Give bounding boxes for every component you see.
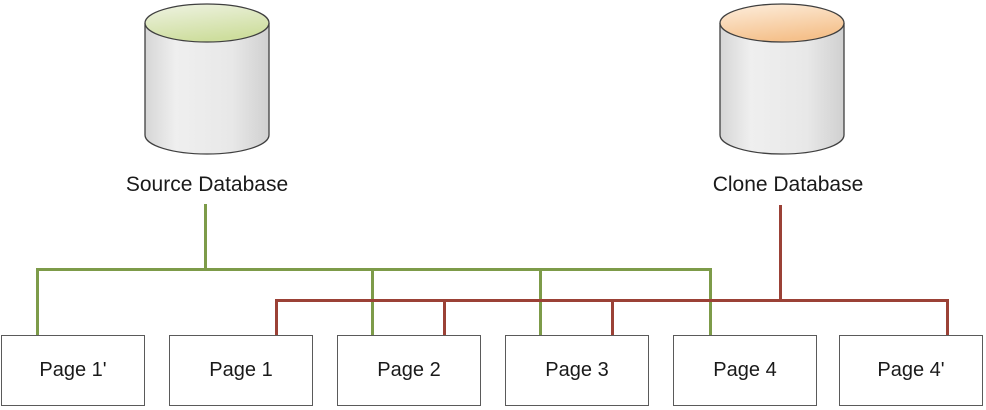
page-box-2: Page 2 [337,335,481,406]
page-box-3: Page 3 [505,335,649,406]
clone-connector-drop-page4p [946,299,949,336]
source-connector-drop-page3 [539,268,542,336]
source-database-cylinder-icon [144,3,270,155]
source-connector-drop-page4 [709,268,712,336]
clone-connector-drop-page2 [443,299,446,336]
clone-database-cylinder-icon [719,3,845,155]
source-connector-drop-page2 [371,268,374,336]
page-box-1-prime: Page 1' [1,335,145,406]
source-database-label: Source Database [125,173,289,196]
clone-connector-drop-page1 [275,299,278,336]
source-connector-drop-page1p [36,268,39,336]
source-connector-bus [36,268,712,271]
page-box-1: Page 1 [169,335,313,406]
clone-database-label: Clone Database [712,173,864,196]
clone-connector-drop-page3 [611,299,614,336]
page-box-4-prime: Page 4' [839,335,983,406]
clone-connector-trunk [779,205,782,302]
page-box-4: Page 4 [673,335,817,406]
source-connector-trunk [204,204,207,271]
